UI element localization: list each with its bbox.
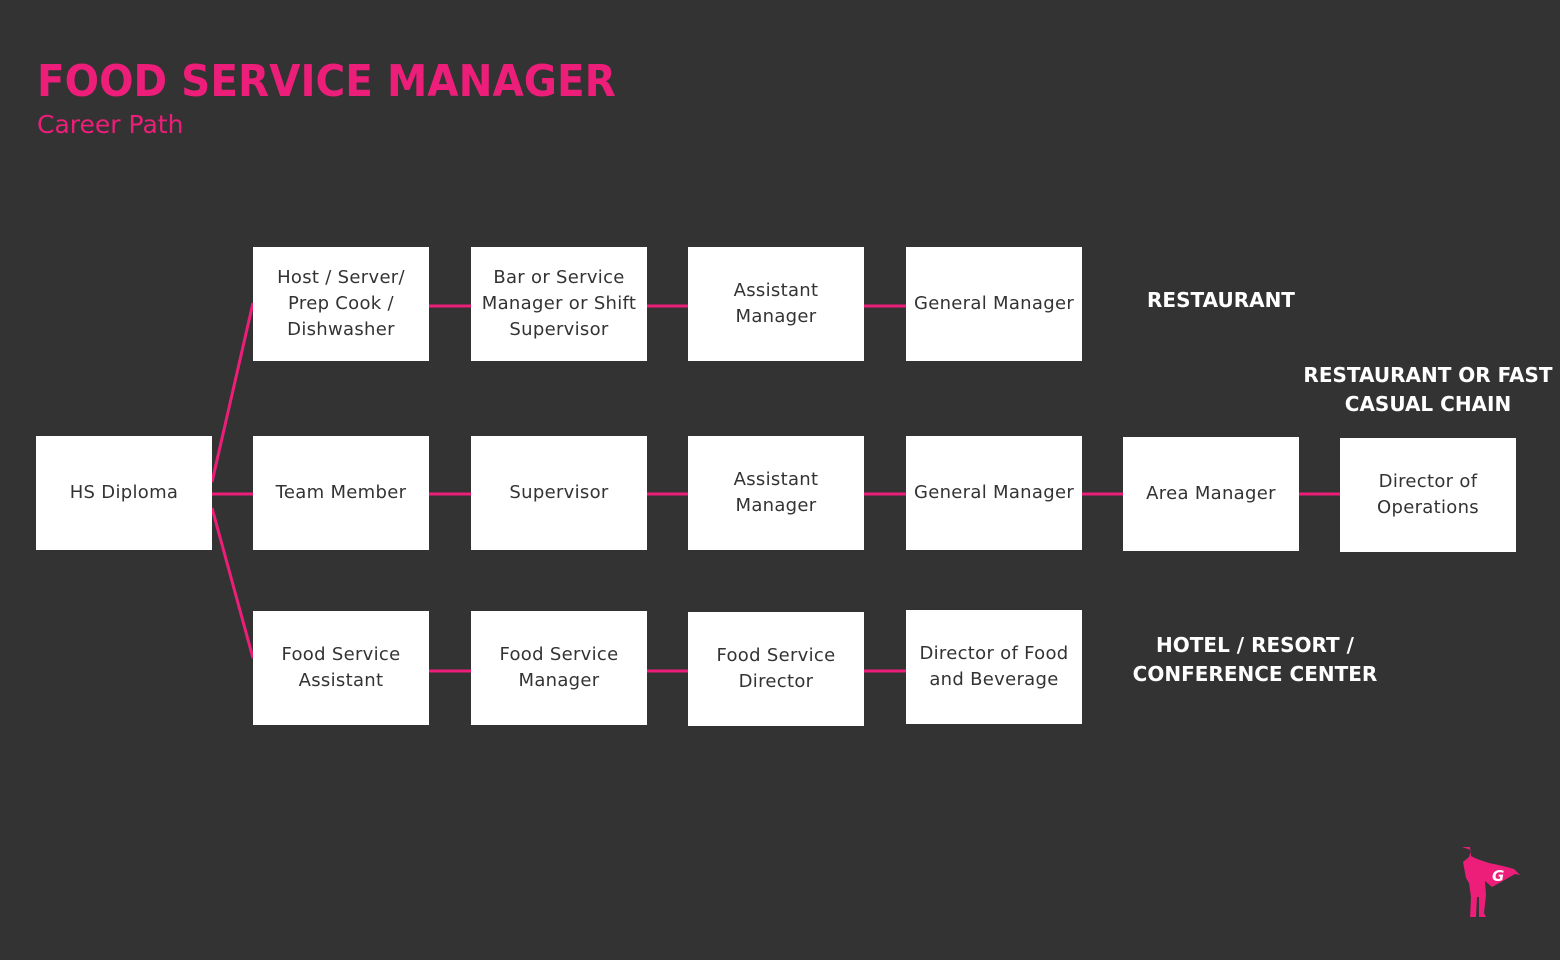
node-chain-2: Supervisor	[471, 436, 647, 550]
page-title: FOOD SERVICE MANAGER	[37, 56, 616, 107]
node-restaurant-3: Assistant Manager	[688, 247, 864, 361]
node-hotel-3: Food Service Director	[688, 612, 864, 726]
node-chain-4: General Manager	[906, 436, 1082, 550]
node-chain-5: Area Manager	[1123, 437, 1299, 551]
node-hotel-4: Director of Food and Beverage	[906, 610, 1082, 724]
node-hs-diploma: HS Diploma	[36, 436, 212, 550]
track-label-hotel: HOTEL / RESORT / CONFERENCE CENTER	[1132, 633, 1378, 686]
node-hotel-2: Food Service Manager	[471, 611, 647, 725]
node-chain-6: Director of Operations	[1340, 438, 1516, 552]
node-restaurant-4: General Manager	[906, 247, 1082, 361]
page-subtitle: Career Path	[37, 110, 184, 139]
connector-branch-top	[210, 302, 255, 483]
track-label-restaurant: RESTAURANT	[1147, 288, 1295, 312]
superhero-logo-icon: G	[1462, 847, 1520, 917]
node-restaurant-2: Bar or Service Manager or Shift Supervis…	[471, 247, 647, 361]
node-restaurant-1: Host / Server/ Prep Cook / Dishwasher	[253, 247, 429, 361]
connector-branch-bottom	[210, 507, 255, 659]
node-chain-3: Assistant Manager	[688, 436, 864, 550]
node-chain-1: Team Member	[253, 436, 429, 550]
track-label-chain: RESTAURANT OR FAST CASUAL CHAIN	[1303, 363, 1553, 416]
node-hotel-1: Food Service Assistant	[253, 611, 429, 725]
logo-letter: G	[1492, 867, 1504, 885]
